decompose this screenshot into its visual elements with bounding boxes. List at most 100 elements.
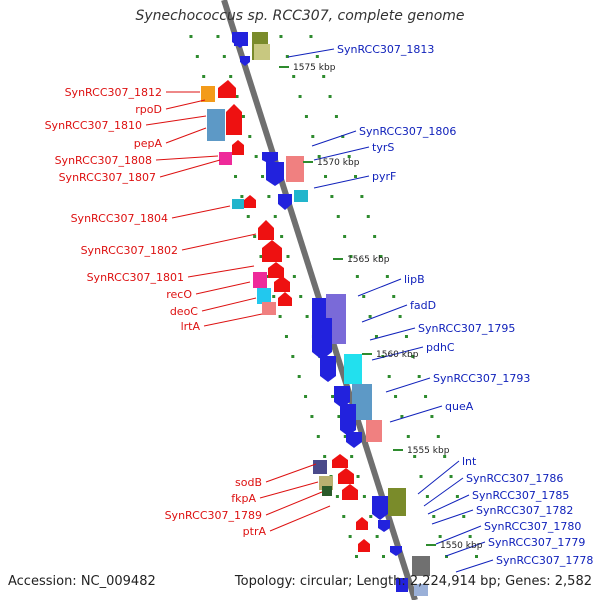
leader-line (389, 405, 443, 423)
right-leader-lines (287, 48, 494, 573)
leader-line (165, 127, 207, 144)
tick-dot (425, 495, 429, 498)
genes-red-arrows (218, 80, 370, 552)
leader-line (159, 159, 221, 178)
tick-dot (284, 335, 288, 338)
gene-label-left: SynRCC307_1802 (81, 244, 178, 257)
gene-label-right: SynRCC307_1813 (337, 43, 434, 56)
tick-dot (444, 555, 448, 558)
gene-arrow (378, 520, 390, 532)
gene-box (254, 44, 270, 60)
tick-dot (400, 415, 404, 418)
tick-dot (317, 155, 321, 158)
gene-arrow (244, 195, 256, 208)
gene-box (286, 156, 304, 182)
tick-dot (299, 295, 303, 298)
gene-label-left: SynRCC307_1808 (55, 154, 152, 167)
tick-dot (328, 95, 332, 98)
gene-label-right: SynRCC307_1806 (359, 125, 456, 138)
gene-box (257, 288, 271, 304)
gene-box (232, 199, 244, 209)
gene-arrow (258, 220, 274, 240)
tick-dot (279, 35, 283, 38)
leader-line (357, 278, 402, 297)
scale-label: 1555 kbp (407, 446, 450, 456)
tick-dot (248, 135, 252, 138)
gene-label-right: tyrS (372, 141, 394, 154)
gene-label-left: SynRCC307_1810 (45, 119, 142, 132)
gene-box (219, 152, 232, 165)
gene-label-right: fadD (410, 299, 436, 312)
tick-dot (424, 395, 428, 398)
leader-line (417, 460, 460, 495)
leader-line (187, 265, 255, 278)
tick-dot (234, 175, 238, 178)
tick-dot (387, 375, 391, 378)
leader-line (201, 297, 257, 312)
tick-dot (360, 195, 364, 198)
tick-dot (417, 375, 421, 378)
tick-dot (316, 435, 320, 438)
gene-label-left: rpoD (135, 103, 162, 116)
tick-dot (350, 455, 354, 458)
tick-dot (366, 215, 370, 218)
gene-arrow (358, 539, 370, 552)
gene-label-right: SynRCC307_1778 (496, 554, 593, 567)
gene-arrow (218, 80, 236, 98)
tick-dot (323, 455, 327, 458)
leader-line (265, 463, 317, 483)
gene-label-right: pdhC (426, 341, 455, 354)
tick-dot (336, 215, 340, 218)
leader-line (361, 304, 408, 323)
gene-arrow (268, 262, 284, 278)
tick-dot (278, 315, 282, 318)
gene-arrow (312, 298, 326, 324)
tick-dot (286, 255, 290, 258)
gene-label-left: recO (166, 288, 192, 301)
tick-dot (432, 515, 436, 518)
gene-label-right: queA (445, 400, 474, 413)
gene-label-right: SynRCC307_1793 (433, 372, 530, 385)
gene-arrow (346, 432, 362, 448)
tick-dot (297, 375, 301, 378)
gene-label-left: pepA (134, 137, 163, 150)
tick-dot (310, 415, 314, 418)
tick-dot (272, 295, 276, 298)
gene-arrow (320, 356, 336, 382)
tick-dot (392, 295, 396, 298)
gene-box (388, 488, 406, 516)
tick-dot (241, 115, 245, 118)
gene-label-right: SynRCC307_1779 (488, 536, 585, 549)
scale-label: 1575 kbp (293, 63, 336, 73)
gene-box (344, 354, 362, 384)
tick-dot (267, 195, 271, 198)
tick-dot (436, 435, 440, 438)
gene-box (322, 486, 332, 496)
tick-dot (449, 475, 453, 478)
genes-reverse-strand (201, 32, 333, 496)
genes-forward-strand (232, 32, 430, 596)
gene-arrow (232, 32, 248, 48)
leader-line (423, 477, 464, 507)
tick-dot (341, 135, 345, 138)
leader-line (259, 481, 319, 499)
tick-dot (229, 75, 233, 78)
tick-dot (438, 535, 442, 538)
gene-label-left: SynRCC307_1789 (165, 509, 262, 522)
leader-line (445, 541, 486, 557)
gene-arrow (390, 546, 402, 556)
gene-arrow (338, 468, 354, 484)
tick-dot (292, 75, 296, 78)
tick-dot (273, 215, 277, 218)
tick-dot (334, 115, 338, 118)
tick-dot (315, 55, 319, 58)
tick-dot (322, 75, 326, 78)
tick-dot (381, 355, 385, 358)
topology-text: Topology: circular; Length: 2,224,914 bp… (234, 574, 592, 589)
gene-arrow (278, 292, 292, 306)
leader-line (371, 346, 424, 361)
gene-box (414, 584, 428, 596)
tick-dot (443, 455, 447, 458)
